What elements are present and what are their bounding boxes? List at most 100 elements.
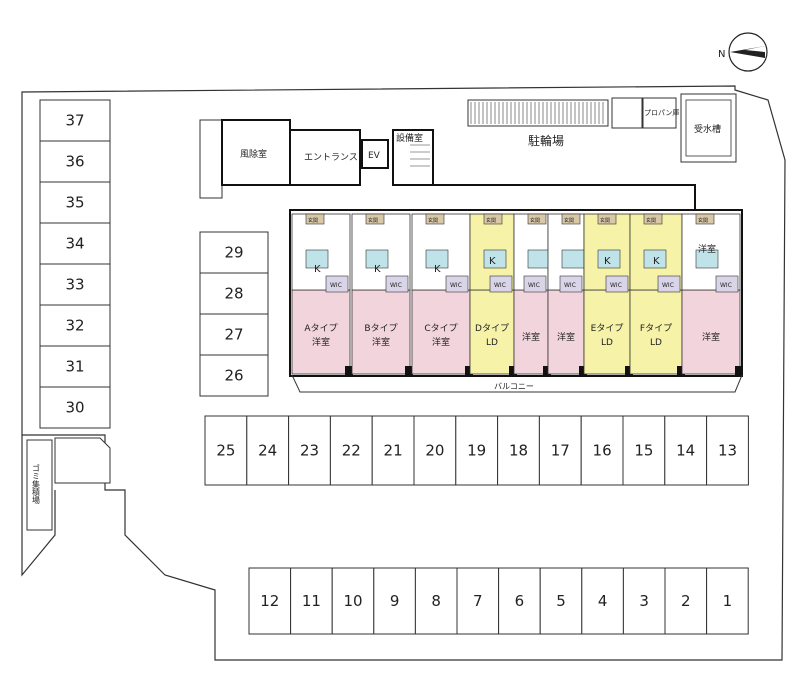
unit-bath [527, 249, 551, 269]
parking-stall-17: 17 [538, 415, 582, 486]
apartment-units: WIC玄関KAタイプ洋室WIC玄関KBタイプ洋室WIC玄関KCタイプ洋室WIC玄… [289, 209, 743, 377]
parking-stall-30: 30 [39, 386, 111, 429]
parking-stall-number: 35 [65, 194, 84, 212]
unit-room-label: LD [650, 338, 662, 348]
parking-stall-number: 16 [593, 442, 612, 460]
parking-stall-number: 3 [639, 592, 649, 610]
parking-stall-number: 17 [551, 442, 570, 460]
unit-genkan [597, 213, 617, 225]
parking-stall-box [580, 415, 624, 486]
parking-stall-9: 9 [373, 567, 416, 635]
genkan-label: 玄関 [564, 217, 574, 224]
parking-stall-26: 26 [199, 354, 269, 397]
parking-stall-number: 7 [473, 592, 483, 610]
parking-stall-number: 2 [681, 592, 691, 610]
parking-stall-23: 23 [288, 415, 331, 486]
parking-stall-16: 16 [580, 415, 624, 486]
unit-room-label: 洋室 [312, 336, 330, 348]
wic-label: WIC [330, 282, 342, 289]
propane-label: プロパン庫 [644, 108, 679, 117]
unit-wic [489, 275, 513, 293]
unit-main-room [469, 289, 515, 375]
unit-main-room [681, 289, 741, 375]
parking-stall-box [329, 415, 373, 486]
parking-stall-box [246, 415, 290, 486]
parking-stall-2: 2 [664, 567, 708, 635]
unit-room-label: 洋室 [432, 336, 450, 348]
parking-stall-31: 31 [39, 345, 111, 388]
parking-stall-5: 5 [539, 567, 583, 635]
pillar [405, 366, 413, 375]
parking-stall-number: 1 [723, 592, 733, 610]
parking-stall-box [39, 99, 111, 142]
genkan-label: 玄関 [698, 217, 708, 224]
parking-stall-1: 1 [706, 567, 749, 635]
unit-main-room [513, 289, 549, 375]
wic-label: WIC [662, 282, 674, 289]
parking-stall-number: 5 [556, 592, 566, 610]
unit-genkan [365, 213, 385, 225]
kitchen-label: K [434, 264, 441, 275]
water-tank: 受水槽 [680, 93, 737, 163]
parking-stall-number: 15 [634, 442, 653, 460]
parking-stall-3: 3 [622, 567, 666, 635]
genkan-label: 玄関 [646, 217, 656, 224]
parking-stall-13: 13 [706, 415, 749, 486]
unit-main-room [411, 289, 471, 375]
parking-stall-34: 34 [39, 222, 111, 265]
parking-stall-24: 24 [246, 415, 290, 486]
parking-stall-number: 29 [224, 244, 243, 262]
kitchen-label: K [489, 256, 496, 267]
parking-stall-box [371, 415, 415, 486]
parking-stall-box [288, 415, 331, 486]
unit-wic [715, 275, 739, 293]
garbage-label: ゴミ集積場 [32, 463, 41, 505]
genkan-label: 玄関 [486, 217, 496, 224]
unit-bath [643, 249, 667, 269]
parking-stall-number: 13 [718, 442, 737, 460]
unit-type-label: Bタイプ [364, 323, 397, 334]
north-label: N [718, 49, 725, 60]
unit-main-room [351, 289, 411, 375]
pillar [509, 366, 517, 375]
parking-stall-box [706, 415, 749, 486]
genkan-label: 玄関 [368, 217, 378, 224]
wic-label: WIC [528, 282, 540, 289]
genkan-label: 玄関 [530, 217, 540, 224]
parking-stall-number: 6 [515, 592, 525, 610]
site-boundary-left [21, 435, 56, 577]
parking-stall-21: 21 [371, 415, 415, 486]
parking-stall-number: 26 [224, 367, 243, 385]
wic-label: WIC [494, 282, 506, 289]
parking-stall-number: 19 [467, 442, 486, 460]
kitchen-label: K [604, 256, 611, 267]
kitchen-label: K [314, 264, 321, 275]
wic-label: WIC [390, 282, 402, 289]
parking-stall-number: 24 [258, 442, 277, 460]
parking-stall-number: 37 [65, 112, 84, 130]
parking-stall-box [39, 386, 111, 429]
parking-stall-27: 27 [199, 313, 269, 356]
unit-room-label: LD [486, 338, 498, 348]
parking-stall-number: 12 [260, 592, 279, 610]
genkan-label: 玄関 [428, 217, 438, 224]
parking-stall-11: 11 [290, 567, 333, 635]
balcony: バルコニー [291, 374, 743, 393]
north-arrow: N [718, 32, 768, 72]
parking-stall-number: 34 [65, 235, 84, 253]
pillar [345, 366, 353, 375]
parking-stall-box [497, 415, 540, 486]
parking-stall-number: 27 [224, 326, 243, 344]
parking-stall-number: 8 [431, 592, 441, 610]
unit-room-label: 洋室 [702, 331, 720, 343]
parking-stall-36: 36 [39, 140, 111, 183]
unit-genkan [561, 213, 581, 225]
unit-genkan [425, 213, 445, 225]
